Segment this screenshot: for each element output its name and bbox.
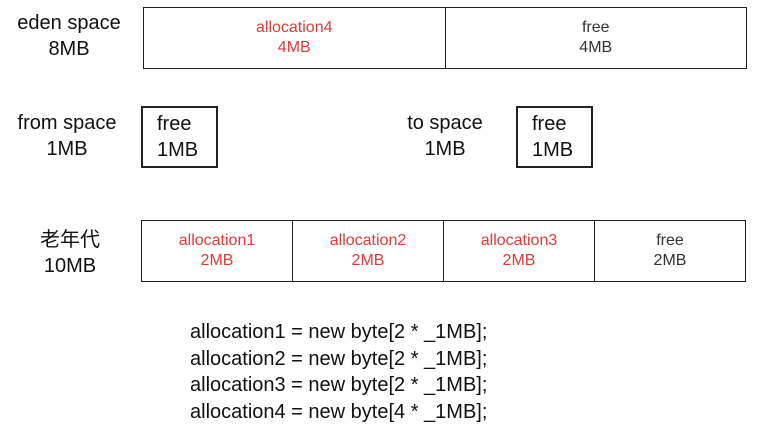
to-space-cell-label: free <box>532 113 567 135</box>
cell-label: free <box>656 232 684 249</box>
to-space-size: 1MB <box>424 138 466 160</box>
old-gen-cell-allocation1: allocation1 2MB <box>142 221 293 281</box>
eden-cell-free: free 4MB <box>446 8 747 68</box>
cell-label: allocation4 <box>256 19 333 36</box>
old-gen-cell-allocation3: allocation3 2MB <box>444 221 595 281</box>
cell-label: allocation3 <box>480 232 558 249</box>
cell-label: allocation1 <box>178 232 256 249</box>
eden-cell-allocation4: allocation4 4MB <box>144 8 446 68</box>
old-gen-size: 10MB <box>43 255 97 277</box>
code-line: allocation2 = new byte[2 * _1MB]; <box>190 347 488 370</box>
cell-size: 2MB <box>200 252 234 269</box>
code-line: allocation1 = new byte[2 * _1MB]; <box>190 321 488 343</box>
to-space-box: free 1MB <box>516 106 593 168</box>
to-space-label: to space 1MB <box>390 110 500 162</box>
eden-space-label: eden space 8MB <box>6 10 132 62</box>
from-space-size: 1MB <box>46 138 88 160</box>
from-space-label: from space 1MB <box>4 110 130 162</box>
cell-size: 4MB <box>277 39 311 56</box>
old-gen-box: allocation1 2MB allocation2 2MB allocati… <box>141 220 746 282</box>
to-space-name: to space <box>407 112 483 134</box>
eden-space-name: eden space <box>17 12 121 34</box>
to-space-cell-size: 1MB <box>532 139 574 161</box>
old-gen-name: 老年代 <box>40 229 100 251</box>
code-block: allocation1 = new byte[2 * _1MB]; alloca… <box>190 319 487 425</box>
code-line: allocation4 = new byte[4 * _1MB]; <box>190 400 488 423</box>
cell-label: free <box>581 19 610 36</box>
from-space-cell-size: 1MB <box>157 139 199 161</box>
cell-size: 2MB <box>502 252 536 269</box>
cell-size: 4MB <box>579 39 613 56</box>
cell-label: allocation2 <box>329 232 407 249</box>
from-space-name: from space <box>17 112 117 134</box>
old-gen-cell-free: free 2MB <box>595 221 745 281</box>
cell-size: 2MB <box>351 252 385 269</box>
eden-space-box: allocation4 4MB free 4MB <box>143 7 747 69</box>
old-gen-label: 老年代 10MB <box>10 227 130 279</box>
cell-size: 2MB <box>653 252 687 269</box>
old-gen-cell-allocation2: allocation2 2MB <box>293 221 444 281</box>
from-space-box: free 1MB <box>141 106 218 168</box>
code-line: allocation3 = new byte[2 * _1MB]; <box>190 374 488 396</box>
eden-space-size: 8MB <box>48 38 90 60</box>
from-space-cell-label: free <box>157 113 192 135</box>
